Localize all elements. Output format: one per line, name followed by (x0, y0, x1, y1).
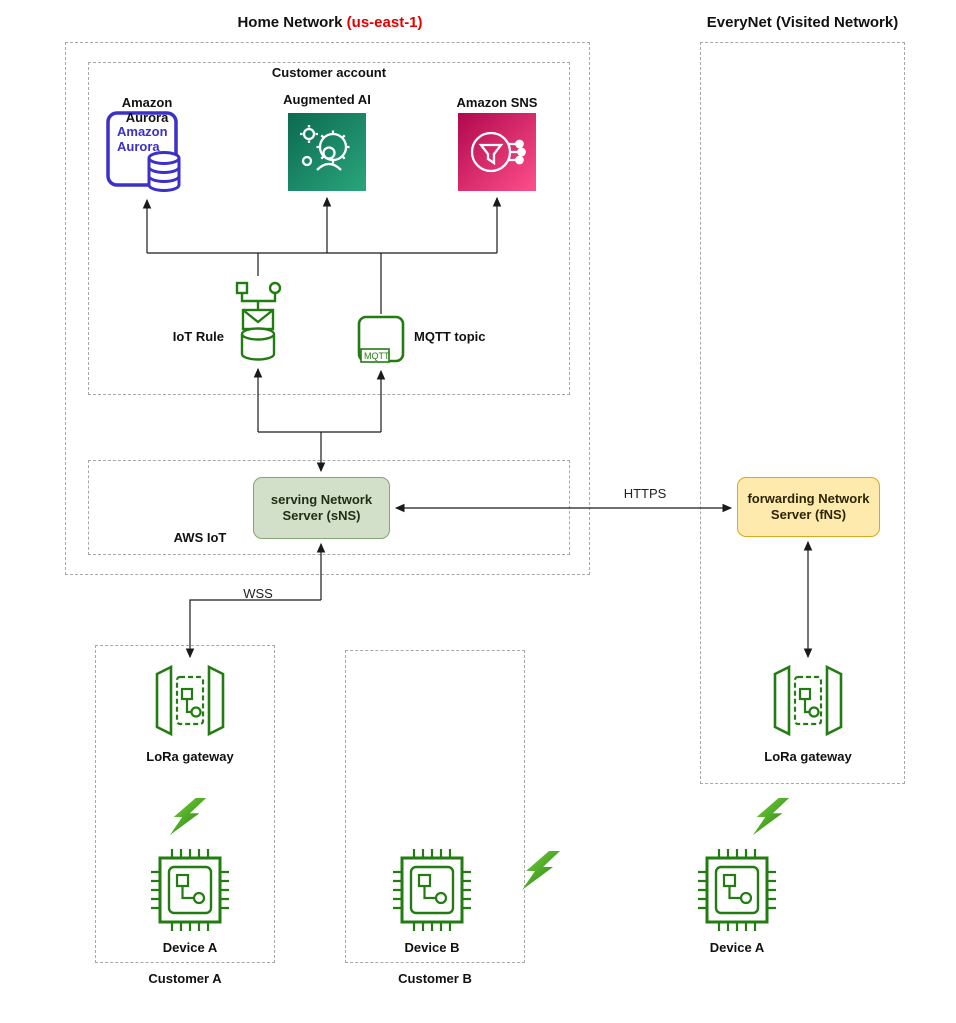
customer-a-label: Customer A (148, 971, 222, 986)
visited-network-box (700, 42, 905, 784)
aurora-icon-word-2: Aurora (117, 139, 160, 154)
device-label-visited: Device A (709, 940, 765, 955)
device-icon-customer-b (392, 848, 472, 938)
forwarding-network-server: forwarding Network Server (fNS) (737, 477, 880, 537)
home-network-title: Home Network (us-east-1) (150, 14, 510, 31)
aurora-icon-word-1: Amazon (117, 124, 168, 139)
mqtt-badge-text: MQTT (364, 351, 390, 361)
iot-rule-label: IoT Rule (172, 329, 224, 344)
amazon-sns-icon (458, 113, 536, 196)
mqtt-topic-icon: MQTT (356, 314, 406, 371)
iot-rule-icon (232, 276, 284, 369)
aws-iot-label: AWS IoT (173, 530, 227, 545)
lora-gateway-icon-visited (768, 663, 848, 743)
customer-account-label: Customer account (271, 65, 387, 80)
customer-a-box (95, 645, 275, 963)
customer-b-box (345, 650, 525, 963)
home-network-box (65, 42, 590, 575)
home-network-region: (us-east-1) (346, 14, 423, 31)
aurora-label: Amazon Aurora (121, 95, 173, 125)
customer-account-box (88, 62, 570, 395)
wss-link-label: WSS (243, 586, 273, 601)
amazon-aurora-icon: Amazon Aurora (105, 110, 189, 199)
lora-signal-icon-customer-b (518, 850, 564, 897)
augmented-ai-icon (288, 113, 366, 196)
lora-gateway-icon-customer-a (150, 663, 230, 743)
lora-gateway-label-visited: LoRa gateway (764, 749, 852, 764)
lora-gateway-label-customer-a: LoRa gateway (146, 749, 234, 764)
lora-signal-icon-visited (750, 797, 792, 842)
augmented-ai-label: Augmented AI (283, 92, 371, 107)
mqtt-topic-label: MQTT topic (414, 329, 486, 344)
customer-b-label: Customer B (398, 971, 472, 986)
device-label-customer-a: Device A (162, 940, 218, 955)
home-network-title-text: Home Network (237, 14, 347, 31)
amazon-sns-label: Amazon SNS (456, 95, 538, 110)
device-icon-visited (697, 848, 777, 938)
https-link-label: HTTPS (623, 486, 667, 501)
device-label-customer-b: Device B (404, 940, 460, 955)
device-icon-customer-a (150, 848, 230, 938)
lora-signal-icon-customer-a (167, 797, 209, 842)
visited-network-title: EveryNet (Visited Network) (706, 14, 899, 31)
serving-network-server: serving Network Server (sNS) (253, 477, 390, 539)
